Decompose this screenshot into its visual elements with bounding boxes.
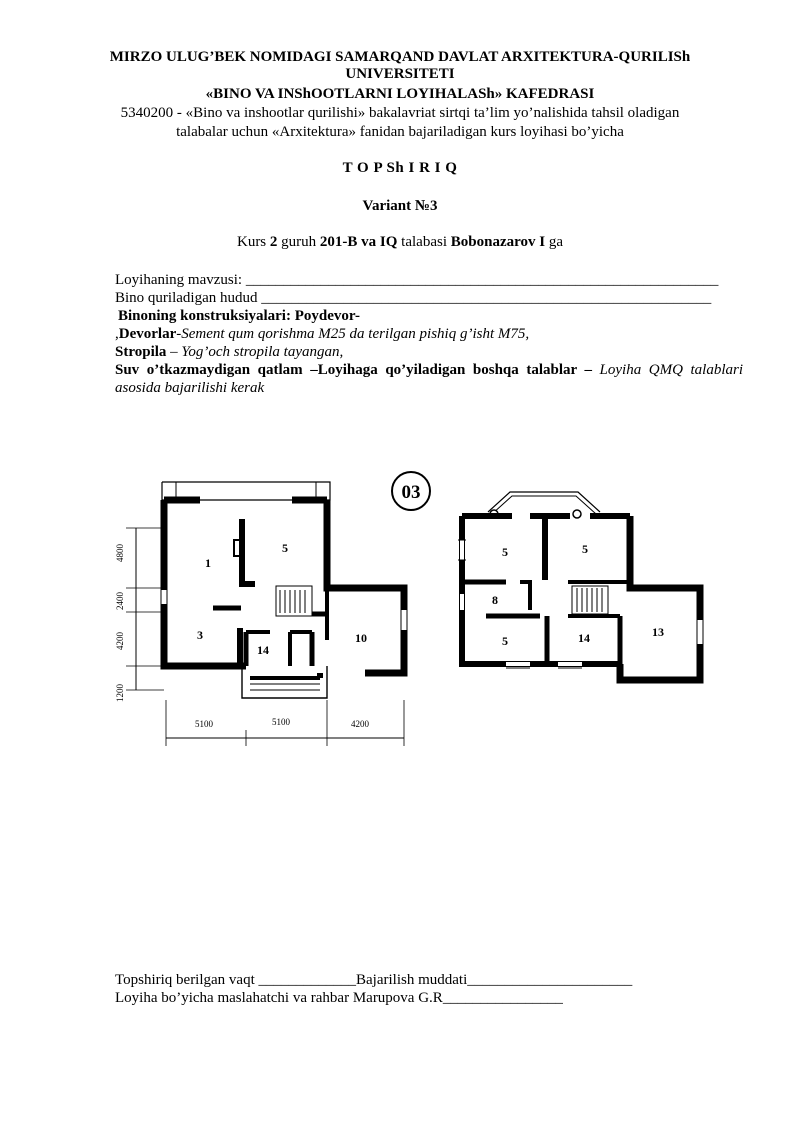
constructions-label: Binoning konstruksiyalari: — [118, 308, 291, 324]
document-title: T O P Sh I R I Q — [342, 160, 458, 176]
header-line-4: 5340200 - «Bino va inshootlar qurilishi»… — [120, 105, 680, 121]
variant-badge: 03 — [391, 471, 431, 511]
student-mid2: talabasi — [397, 234, 451, 250]
badge-number: 03 — [402, 482, 421, 503]
issued-label: Topshiriq berilgan vaqt — [115, 972, 259, 988]
roof-label: Stropila — [115, 344, 167, 360]
university-name: MIRZO ULUG’BEK NOMIDAGI SAMARQAND DAVLAT… — [0, 49, 800, 83]
waterproof-label: Suv o’tkazmaydigan qatlam — [115, 362, 303, 378]
room-label-5-a: 5 — [502, 545, 508, 559]
issue-dates-line: Topshiriq berilgan vaqt _____________Baj… — [115, 971, 743, 989]
room-label-10: 10 — [355, 631, 367, 645]
requirements-paragraph: Suv o’tkazmaydigan qatlam –Loyihaga qo’y… — [115, 361, 743, 397]
room-label-5-b: 5 — [582, 542, 588, 556]
roof-value: Yog’och stropila tayangan, — [181, 344, 344, 360]
room-label-14: 14 — [257, 643, 269, 657]
advisor-label: Loyiha bo’yicha maslahatchi va rahbar Ma… — [115, 990, 443, 1006]
student-line: Kurs 2 guruh 201-B va IQ talabasi Bobona… — [0, 234, 800, 251]
room-label-8: 8 — [492, 593, 498, 607]
other-requirements-label: Loyihaga qo’yiladigan boshqa talablar — [317, 362, 577, 378]
header-line-1: MIRZO ULUG’BEK NOMIDAGI SAMARQAND DAVLAT… — [109, 49, 691, 65]
dim-5100-a: 5100 — [195, 719, 214, 729]
student-pre: Kurs — [236, 234, 270, 250]
course-description: 5340200 - «Bino va inshootlar qurilishi»… — [0, 104, 800, 142]
student-post: ga — [545, 234, 563, 250]
group-name: 201-B va IQ — [319, 234, 398, 250]
advisor-line: Loyiha bo’yicha maslahatchi va rahbar Ma… — [115, 989, 743, 1007]
walls-label: Devorlar — [118, 326, 177, 342]
course-number: 2 — [269, 234, 278, 250]
student-mid1: guruh — [277, 234, 320, 250]
department-name: «BINO VA INShOOTLARNI LOYIHALASh» KAFEDR… — [205, 86, 595, 102]
room-label-3: 3 — [197, 628, 203, 642]
ground-floor-plan — [126, 481, 408, 746]
header-line-5: talabalar uchun «Arxitektura» fanidan ba… — [176, 124, 624, 140]
dim-4200: 4200 — [115, 632, 125, 651]
region-label: Bino quriladigan hudud — [115, 290, 262, 306]
room-label-13: 13 — [652, 625, 664, 639]
topic-field: Loyihaning mavzusi: ____________________… — [115, 271, 743, 289]
dim-4800: 4800 — [115, 544, 125, 563]
other-dash: – — [576, 362, 600, 378]
room-label-1: 1 — [205, 556, 211, 570]
region-field: Bino quriladigan hudud _________________… — [115, 289, 743, 307]
floor-plans-drawing: 03 — [115, 471, 704, 746]
upper-floor-plan — [458, 491, 704, 684]
room-label-14-upper: 14 — [578, 631, 590, 645]
variant-label: Variant №3 — [362, 198, 438, 214]
walls-value: -Sement qum qorishma M25 da terilgan pis… — [176, 326, 530, 342]
topic-label: Loyihaning mavzusi: — [115, 272, 246, 288]
dim-5100-b: 5100 — [272, 717, 291, 727]
other-requirements-value: Loyiha QMQ talablari asosida bajarilishi… — [115, 362, 744, 396]
dim-2400: 2400 — [115, 592, 125, 611]
advisor-blank: ________________ — [442, 990, 563, 1006]
foundation-label: Poydevor- — [290, 308, 360, 324]
constructions-line: Binoning konstruksiyalari: Poydevor- — [115, 307, 743, 325]
walls-prefix: , — [115, 326, 119, 342]
student-name: Bobonazarov I — [450, 234, 546, 250]
dim-1200: 1200 — [115, 684, 125, 703]
issued-blank: _____________ — [258, 972, 357, 988]
walls-line: ,Devorlar-Sement qum qorishma M25 da ter… — [115, 325, 743, 343]
topic-blank: ________________________________________… — [245, 272, 719, 288]
waterproof-dash: – — [302, 362, 318, 378]
room-label-5-c: 5 — [502, 634, 508, 648]
header-line-2: UNIVERSITETI — [345, 66, 455, 82]
deadline-label: Bajarilish muddati — [356, 972, 468, 988]
region-blank: ________________________________________… — [261, 290, 712, 306]
room-label-5: 5 — [282, 541, 288, 555]
roof-line: Stropila – Yog’och stropila tayangan, — [115, 343, 743, 361]
deadline-blank: ______________________ — [467, 972, 633, 988]
roof-dash: – — [166, 344, 182, 360]
dim-4200: 4200 — [351, 719, 370, 729]
